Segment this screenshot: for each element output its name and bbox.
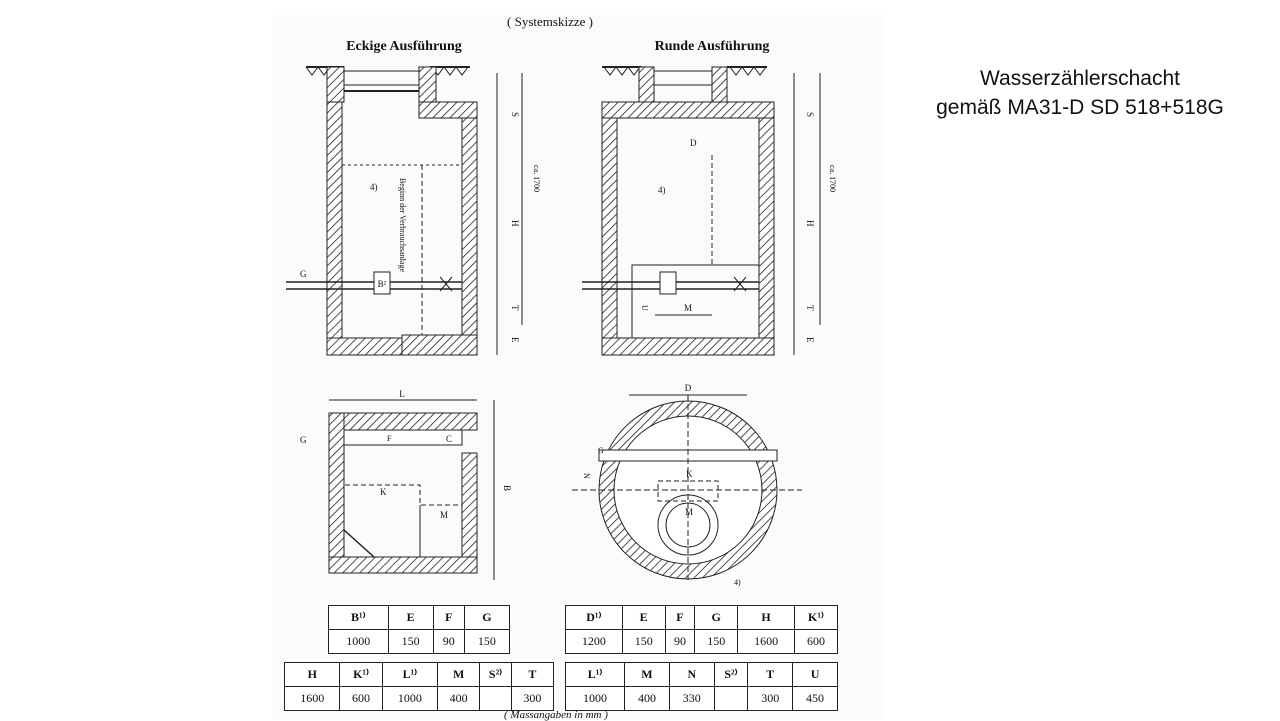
table-cell: 150: [463, 629, 511, 654]
table-cell: 150: [621, 629, 666, 654]
plan-d: D: [685, 383, 692, 393]
plan-g: G: [300, 435, 307, 445]
table-cell: F: [432, 605, 465, 630]
sketch-heading: ( Systemskizze ): [507, 15, 593, 29]
plan-m: M: [440, 510, 448, 520]
round-shaft-plan: D K M N G 4): [572, 383, 802, 587]
table-cell: G: [694, 605, 739, 630]
plan-f: F: [387, 434, 392, 443]
table-cell: L¹⁾: [564, 662, 626, 687]
table-cell: 1000: [381, 686, 439, 711]
right-top-table: D¹⁾ E F G H K¹⁾ 1200 150 90 150 1600 600: [565, 605, 839, 654]
table-cell: L¹⁾: [381, 662, 439, 687]
section-ref-4: 4): [658, 185, 666, 195]
dim-h: H: [510, 220, 520, 227]
slide-title-line2: gemäß MA31-D SD 518+518G: [936, 96, 1224, 119]
left-top-table: B¹⁾ E F G 1000 150 90 150: [328, 605, 511, 654]
table-cell: 600: [793, 629, 839, 654]
dim-s: S: [510, 112, 520, 117]
plan-round-n: N: [582, 473, 591, 479]
table-cell: T: [510, 662, 555, 687]
table-cell: 90: [432, 629, 465, 654]
square-shaft-plan: L F C K M B G: [300, 389, 512, 580]
section-e: E: [805, 337, 815, 343]
table-cell: K¹⁾: [339, 662, 383, 687]
slide-title: Wasserzählerschacht gemäß MA31-D SD 518+…: [880, 64, 1280, 122]
left-caption: Eckige Ausführung: [346, 39, 462, 54]
table-cell: [479, 686, 512, 711]
plan-round-k: K: [686, 469, 693, 479]
slide-title-line1: Wasserzählerschacht: [980, 67, 1180, 90]
table-cell: 150: [387, 629, 434, 654]
table-cell: F: [664, 605, 696, 630]
table-cell: M: [437, 662, 481, 687]
table-cell: 1000: [564, 686, 626, 711]
system-sketch: ( Systemskizze ) Eckige Ausführung Runde…: [272, 15, 884, 721]
square-shaft-section: B² 4) Beginn der Verbrauchsanlage S H ca…: [286, 66, 541, 356]
sketch-drawing: ( Systemskizze ) Eckige Ausführung Runde…: [286, 15, 837, 587]
note-ref-4: 4): [370, 182, 378, 192]
right-caption: Runde Ausführung: [655, 39, 770, 54]
right-bottom-table: L¹⁾ M N S²⁾ T U 1000 400 330 300 450: [564, 662, 838, 711]
table-cell: 1600: [283, 686, 341, 711]
table-cell: 1000: [328, 629, 389, 654]
section-t: T: [805, 305, 815, 311]
table-cell: U: [792, 662, 838, 687]
plan-round-m: M: [685, 507, 693, 517]
table-cell: T: [747, 662, 794, 687]
section-h: H: [805, 220, 815, 227]
table-cell: [713, 686, 749, 711]
vertical-note: Beginn der Verbrauchsanlage: [398, 178, 407, 272]
section-m: M: [684, 303, 692, 313]
footer-note: ( Massangaben in mm ): [504, 709, 608, 721]
plan-round-g: G: [598, 446, 604, 455]
dim-e: E: [510, 337, 520, 343]
table-cell: N: [668, 662, 715, 687]
table-cell: G: [463, 605, 511, 630]
table-cell: M: [624, 662, 670, 687]
table-cell: H: [737, 605, 795, 630]
table-cell: S²⁾: [479, 662, 512, 687]
table-cell: 1600: [737, 629, 795, 654]
dim-ca1700: ca. 1700: [532, 165, 541, 192]
plan-k: K: [380, 487, 387, 497]
table-cell: 1200: [565, 629, 623, 654]
plan-b: B: [502, 485, 512, 491]
table-cell: 300: [747, 686, 794, 711]
table-cell: D¹⁾: [565, 605, 623, 630]
section-d: D: [690, 138, 697, 148]
table-cell: K¹⁾: [793, 605, 839, 630]
table-cell: 400: [437, 686, 481, 711]
table-cell: 90: [664, 629, 696, 654]
left-bottom-table: H K¹⁾ L¹⁾ M S²⁾ T 1600 600 1000 400 300: [283, 662, 555, 711]
meter-label: B²: [378, 279, 387, 289]
table-cell: 150: [694, 629, 739, 654]
plan-c: C: [446, 434, 452, 444]
table-cell: H: [283, 662, 341, 687]
table-cell: S²⁾: [713, 662, 749, 687]
section-ca1700: ca. 1700: [828, 165, 837, 192]
table-cell: B¹⁾: [328, 605, 389, 630]
table-cell: 450: [792, 686, 838, 711]
round-shaft-section: D M U 4) S H ca. 1700 T E: [582, 66, 837, 356]
table-cell: E: [387, 605, 434, 630]
dim-t: T: [510, 305, 520, 311]
dim-l: L: [399, 389, 405, 399]
table-cell: 330: [668, 686, 715, 711]
section-u: U: [640, 305, 649, 311]
table-cell: E: [621, 605, 666, 630]
dim-g: G: [300, 269, 307, 279]
plan-round-ref-4: 4): [734, 578, 741, 587]
table-cell: 300: [510, 686, 555, 711]
section-s: S: [805, 112, 815, 117]
table-cell: 600: [339, 686, 383, 711]
table-cell: 400: [624, 686, 670, 711]
